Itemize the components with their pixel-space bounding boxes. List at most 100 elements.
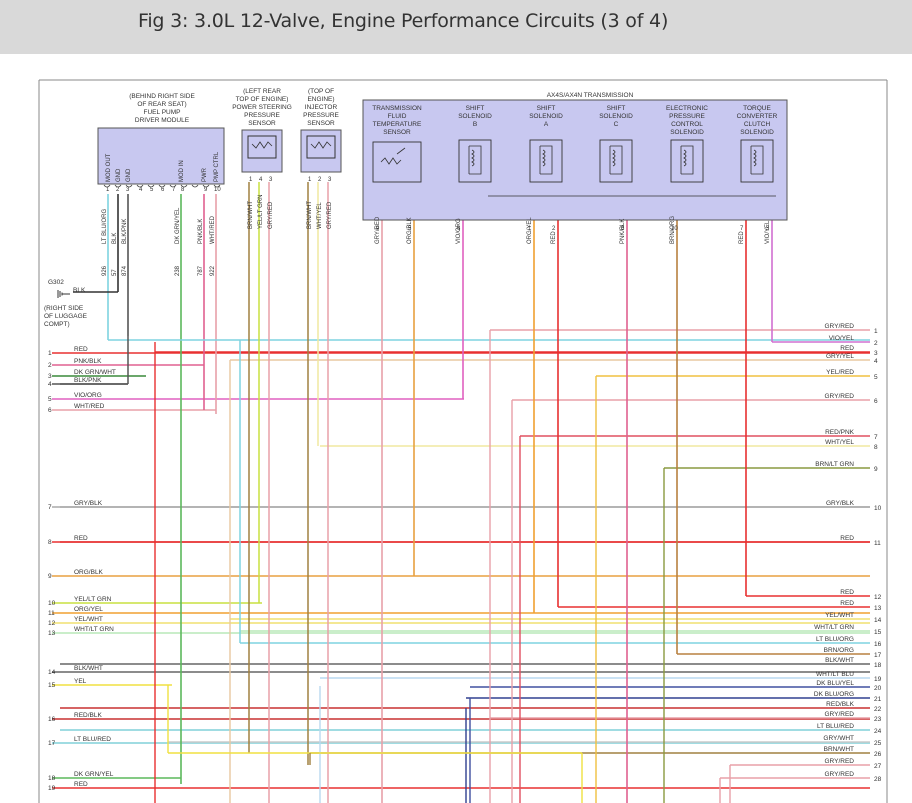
left-wire-label: DK GRN/WHT — [74, 369, 116, 376]
sensor-wire-label: WHT/YEL — [317, 202, 323, 229]
left-wire-label: RED — [74, 781, 88, 788]
right-connector-number: 20 — [874, 685, 882, 692]
transmission-component-label: CONTROL — [671, 121, 703, 128]
right-connector-number: 5 — [874, 374, 878, 381]
transmission-wire-pin: 1 — [528, 226, 532, 232]
left-wire-label: WHT/RED — [74, 403, 105, 410]
transmission-wire-pin: 8 — [621, 226, 625, 232]
right-wire-label: LT BLU/RED — [817, 723, 854, 730]
transmission-wire-label: ORG/BLK — [407, 217, 413, 244]
ps-pin-2: 4 — [259, 177, 263, 183]
left-connector-number: 12 — [48, 620, 56, 627]
right-wire-label: RED — [840, 600, 854, 607]
transmission-wire-label: PNK/BLK — [620, 219, 626, 244]
transmission-wire-pin: 7 — [740, 226, 744, 232]
ps-sensor-inner — [247, 135, 277, 159]
fuel-pump-pin-number: 4 — [139, 187, 143, 193]
transmission-component-box — [529, 139, 563, 183]
ground-location-1: (RIGHT SIDE — [44, 305, 84, 312]
left-wire-label: BLK/WHT — [74, 665, 103, 672]
fuel-pump-pin-number: 2 — [116, 187, 120, 193]
solenoid-coil-symbol — [539, 145, 553, 175]
ps-pin-1: 1 — [249, 177, 253, 183]
transmission-component-label: SOLENOID — [529, 113, 563, 120]
transmission-wire-pin: 2 — [552, 226, 556, 232]
left-wire-label: DK GRN/YEL — [74, 771, 114, 778]
solenoid-coil-symbol — [609, 145, 623, 175]
right-connector-number: 19 — [874, 676, 882, 683]
transmission-title: AX4S/AX4N TRANSMISSION — [547, 92, 634, 99]
ps-sensor-symbol — [251, 141, 273, 149]
left-connector-number: 16 — [48, 716, 56, 723]
right-wire-label: BLK/WHT — [825, 657, 854, 664]
module-wire-circuit: 926 — [102, 265, 108, 276]
connector-pin-bump — [169, 184, 177, 188]
right-wire-label: GRY/YEL — [826, 353, 854, 360]
right-connector-number: 1 — [874, 328, 878, 335]
fuel-pump-label-4: DRIVER MODULE — [135, 117, 190, 124]
figure-title: Fig 3: 3.0L 12-Valve, Engine Performance… — [138, 10, 669, 32]
left-wire-label: YEL/WHT — [74, 616, 103, 623]
right-wire-label: WHT/YEL — [825, 439, 854, 446]
right-connector-number: 7 — [874, 434, 878, 441]
transmission-wire-pin: 10 — [671, 226, 678, 232]
left-wire-label: YEL — [74, 678, 87, 685]
transmission-component-label: SOLENOID — [670, 129, 704, 136]
connector-pin-bump — [191, 184, 199, 188]
connector-pin-bump — [125, 184, 133, 188]
module-wire-label: WHT/RED — [210, 215, 216, 244]
fuel-pump-pin-name: PWR — [202, 167, 208, 182]
inj-pin-1: 1 — [308, 177, 312, 183]
module-wire-circuit: 874 — [122, 265, 128, 276]
left-connector-number: 14 — [48, 669, 56, 676]
right-wire-label: LT BLU/ORG — [816, 636, 854, 643]
right-connector-number: 24 — [874, 728, 882, 735]
transmission-component-label: A — [544, 121, 549, 128]
transmission-box — [362, 99, 788, 221]
sensor-wire-label: GRY/RED — [268, 201, 274, 229]
transmission-component-label: SHIFT — [466, 105, 485, 112]
right-wire-label: DK BLU/YEL — [816, 680, 854, 687]
sensor-wire-label: YEL/LT GRN — [258, 195, 264, 229]
transmission-wire-label: RED — [739, 231, 745, 244]
inj-pin-3: 3 — [328, 177, 332, 183]
title-bar: Fig 3: 3.0L 12-Valve, Engine Performance… — [0, 0, 912, 54]
ground-symbol — [57, 290, 70, 298]
right-connector-number: 17 — [874, 652, 882, 659]
transmission-components: TRANSMISSIONFLUIDTEMPERATURESENSORSHIFTS… — [372, 105, 778, 183]
left-wire-label: LT BLU/RED — [74, 736, 111, 743]
ps-label-2: TOP OF ENGINE) — [236, 96, 289, 103]
ps-label-5: SENSOR — [248, 120, 276, 127]
module-wire-label: LT BLU/ORG — [102, 209, 108, 244]
transmission-component-label: SOLENOID — [458, 113, 492, 120]
right-wire-label: GRY/RED — [825, 393, 855, 400]
wiring-diagram: (BEHIND RIGHT SIDE OF REAR SEAT) FUEL PU… — [38, 79, 888, 803]
right-wire-label: VIO/YEL — [829, 335, 855, 342]
right-wire-label: GRY/BLK — [826, 500, 855, 507]
right-wire-label: DK BLU/ORG — [814, 691, 854, 698]
inj-label-1: (TOP OF — [308, 88, 334, 95]
fuel-pump-label-2: OF REAR SEAT) — [137, 101, 186, 108]
fuel-pump-pin-name: PMP CTRL — [214, 151, 220, 182]
transmission-module: AX4S/AX4N TRANSMISSION TRANSMISSIONFLUID… — [362, 92, 788, 221]
injector-pressure-sensor: (TOP OF ENGINE) INJECTOR PRESSURE SENSOR… — [300, 88, 342, 183]
left-wire-label: YEL/LT GRN — [74, 596, 112, 603]
transmission-component-label: TRANSMISSION — [372, 105, 422, 112]
left-wire-label: ORG/YEL — [74, 606, 103, 613]
transmission-component-label: FLUID — [388, 113, 407, 120]
left-connector-number: 13 — [48, 630, 56, 637]
solenoid-coil-symbol — [750, 145, 764, 175]
transmission-component-label: CLUTCH — [744, 121, 771, 128]
transmission-wire-pin: 5 — [408, 226, 412, 232]
transmission-component-label: TORQUE — [743, 105, 771, 112]
wire-layer — [52, 182, 870, 803]
right-wire-label: GRY/RED — [825, 323, 855, 330]
module-wire-circuit: 787 — [198, 265, 204, 276]
right-connector-number: 25 — [874, 740, 882, 747]
left-connector-number: 7 — [48, 504, 52, 511]
connector-pin-bump — [180, 184, 188, 188]
transmission-component-label: SHIFT — [607, 105, 626, 112]
